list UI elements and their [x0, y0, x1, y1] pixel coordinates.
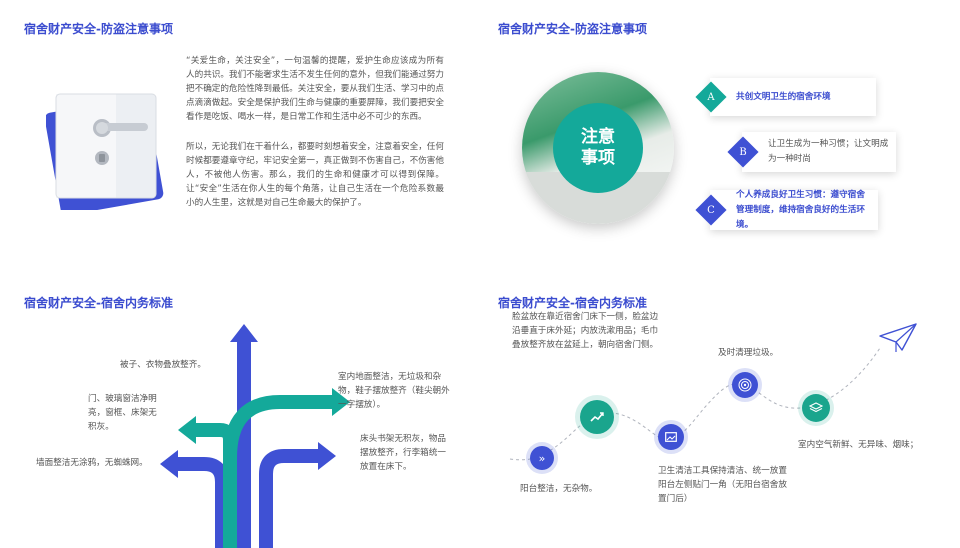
arrows-graphic	[160, 324, 350, 548]
target-icon	[732, 372, 758, 398]
door-handle-image	[44, 90, 164, 216]
note-letter-b: B	[739, 146, 747, 158]
standard-label-walls: 墙面整洁无涂鸦，无蜘蛛网。	[36, 458, 148, 468]
standard-label-windows: 门、玻璃窗洁净明亮，窗框、床架无积灰。	[88, 394, 157, 432]
note-letter-c: C	[707, 204, 715, 216]
notes-circle-line1: 注意	[581, 127, 615, 147]
notes-circle-label: 注意 事项	[553, 103, 643, 193]
notes-circle-line2: 事项	[581, 148, 615, 168]
image-icon	[658, 424, 684, 450]
double-chevron-icon: »	[530, 446, 554, 470]
panel-safety-intro: 宿舍财产安全-防盗注意事项 “关爱生命，关注安全”，一句温馨的提醒，爱护生命应该…	[0, 0, 480, 274]
panel-notes: 宿舍财产安全-防盗注意事项 注意 事项 共创文明卫生的宿舍环境 A 让卫生成为一…	[480, 0, 960, 274]
standard-label-bedding: 被子、衣物叠放整齐。	[120, 360, 206, 370]
paper-plane-icon	[879, 323, 917, 352]
step-text-air: 室内空气新鲜、无异味、烟味；	[798, 440, 919, 450]
note-text-a: 共创文明卫生的宿舍环境	[736, 91, 831, 102]
panel-title: 宿舍财产安全-宿舍内务标准	[24, 296, 173, 310]
panel-dorm-standards-arrows: 宿舍财产安全-宿舍内务标准 被子、衣物叠放整齐。 门、玻璃窗洁净明亮，窗框、床架…	[0, 274, 480, 548]
step-text-basin: 脸盆放在靠近宿舍门床下一侧，脸盆边沿垂直于床外延；内放洗漱用品；毛巾叠放整齐放在…	[512, 312, 659, 350]
note-letter-a: A	[707, 91, 715, 103]
timeline-path	[509, 323, 917, 461]
note-text-b: 让卫生成为一种习惯；让文明成为一种时尚	[768, 139, 889, 164]
chart-icon	[580, 400, 614, 434]
panel-title: 宿舍财产安全-防盗注意事项	[24, 22, 173, 36]
standard-label-shelf: 床头书架无积灰，物品摆放整齐，行李箱统一放置在床下。	[360, 434, 446, 472]
note-text-c: 个人养成良好卫生习惯：遵守宿舍管理制度，维持宿舍良好的生活环境。	[736, 189, 865, 230]
intro-paragraph-2: 所以，无论我们在干着什么，都要时刻想着安全，注意着安全，任何时候都要遵章守纪，牢…	[186, 142, 444, 208]
standard-label-floor: 室内地面整洁，无垃圾和杂物，鞋子摆放整齐（鞋尖朝外一字摆放）。	[338, 372, 450, 410]
step-text-balcony: 阳台整洁，无杂物。	[520, 484, 598, 494]
panel-title: 宿舍财产安全-宿舍内务标准	[498, 296, 647, 310]
panel-dorm-standards-timeline: 宿舍财产安全-宿舍内务标准 » 阳台整洁，无杂物。 脸盆放在靠近宿舍门床下一侧，…	[480, 274, 960, 548]
intro-paragraph-1: “关爱生命，关注安全”，一句温馨的提醒，爱护生命应该成为所有人的共识。我们不能奢…	[186, 56, 444, 122]
note-card-a: 共创文明卫生的宿舍环境	[710, 78, 876, 116]
panel-title: 宿舍财产安全-防盗注意事项	[498, 22, 647, 36]
note-card-b: 让卫生成为一种习惯；让文明成为一种时尚	[742, 132, 896, 172]
step-text-tools: 卫生清洁工具保持清洁、统一放置阳台左侧贴门一角（无阳台宿舍放置门后）	[658, 466, 787, 504]
note-card-c: 个人养成良好卫生习惯：遵守宿舍管理制度，维持宿舍良好的生活环境。	[710, 190, 878, 230]
step-text-garbage: 及时清理垃圾。	[718, 348, 779, 358]
layers-icon	[802, 394, 830, 422]
notes-circle: 注意 事项	[522, 72, 674, 224]
